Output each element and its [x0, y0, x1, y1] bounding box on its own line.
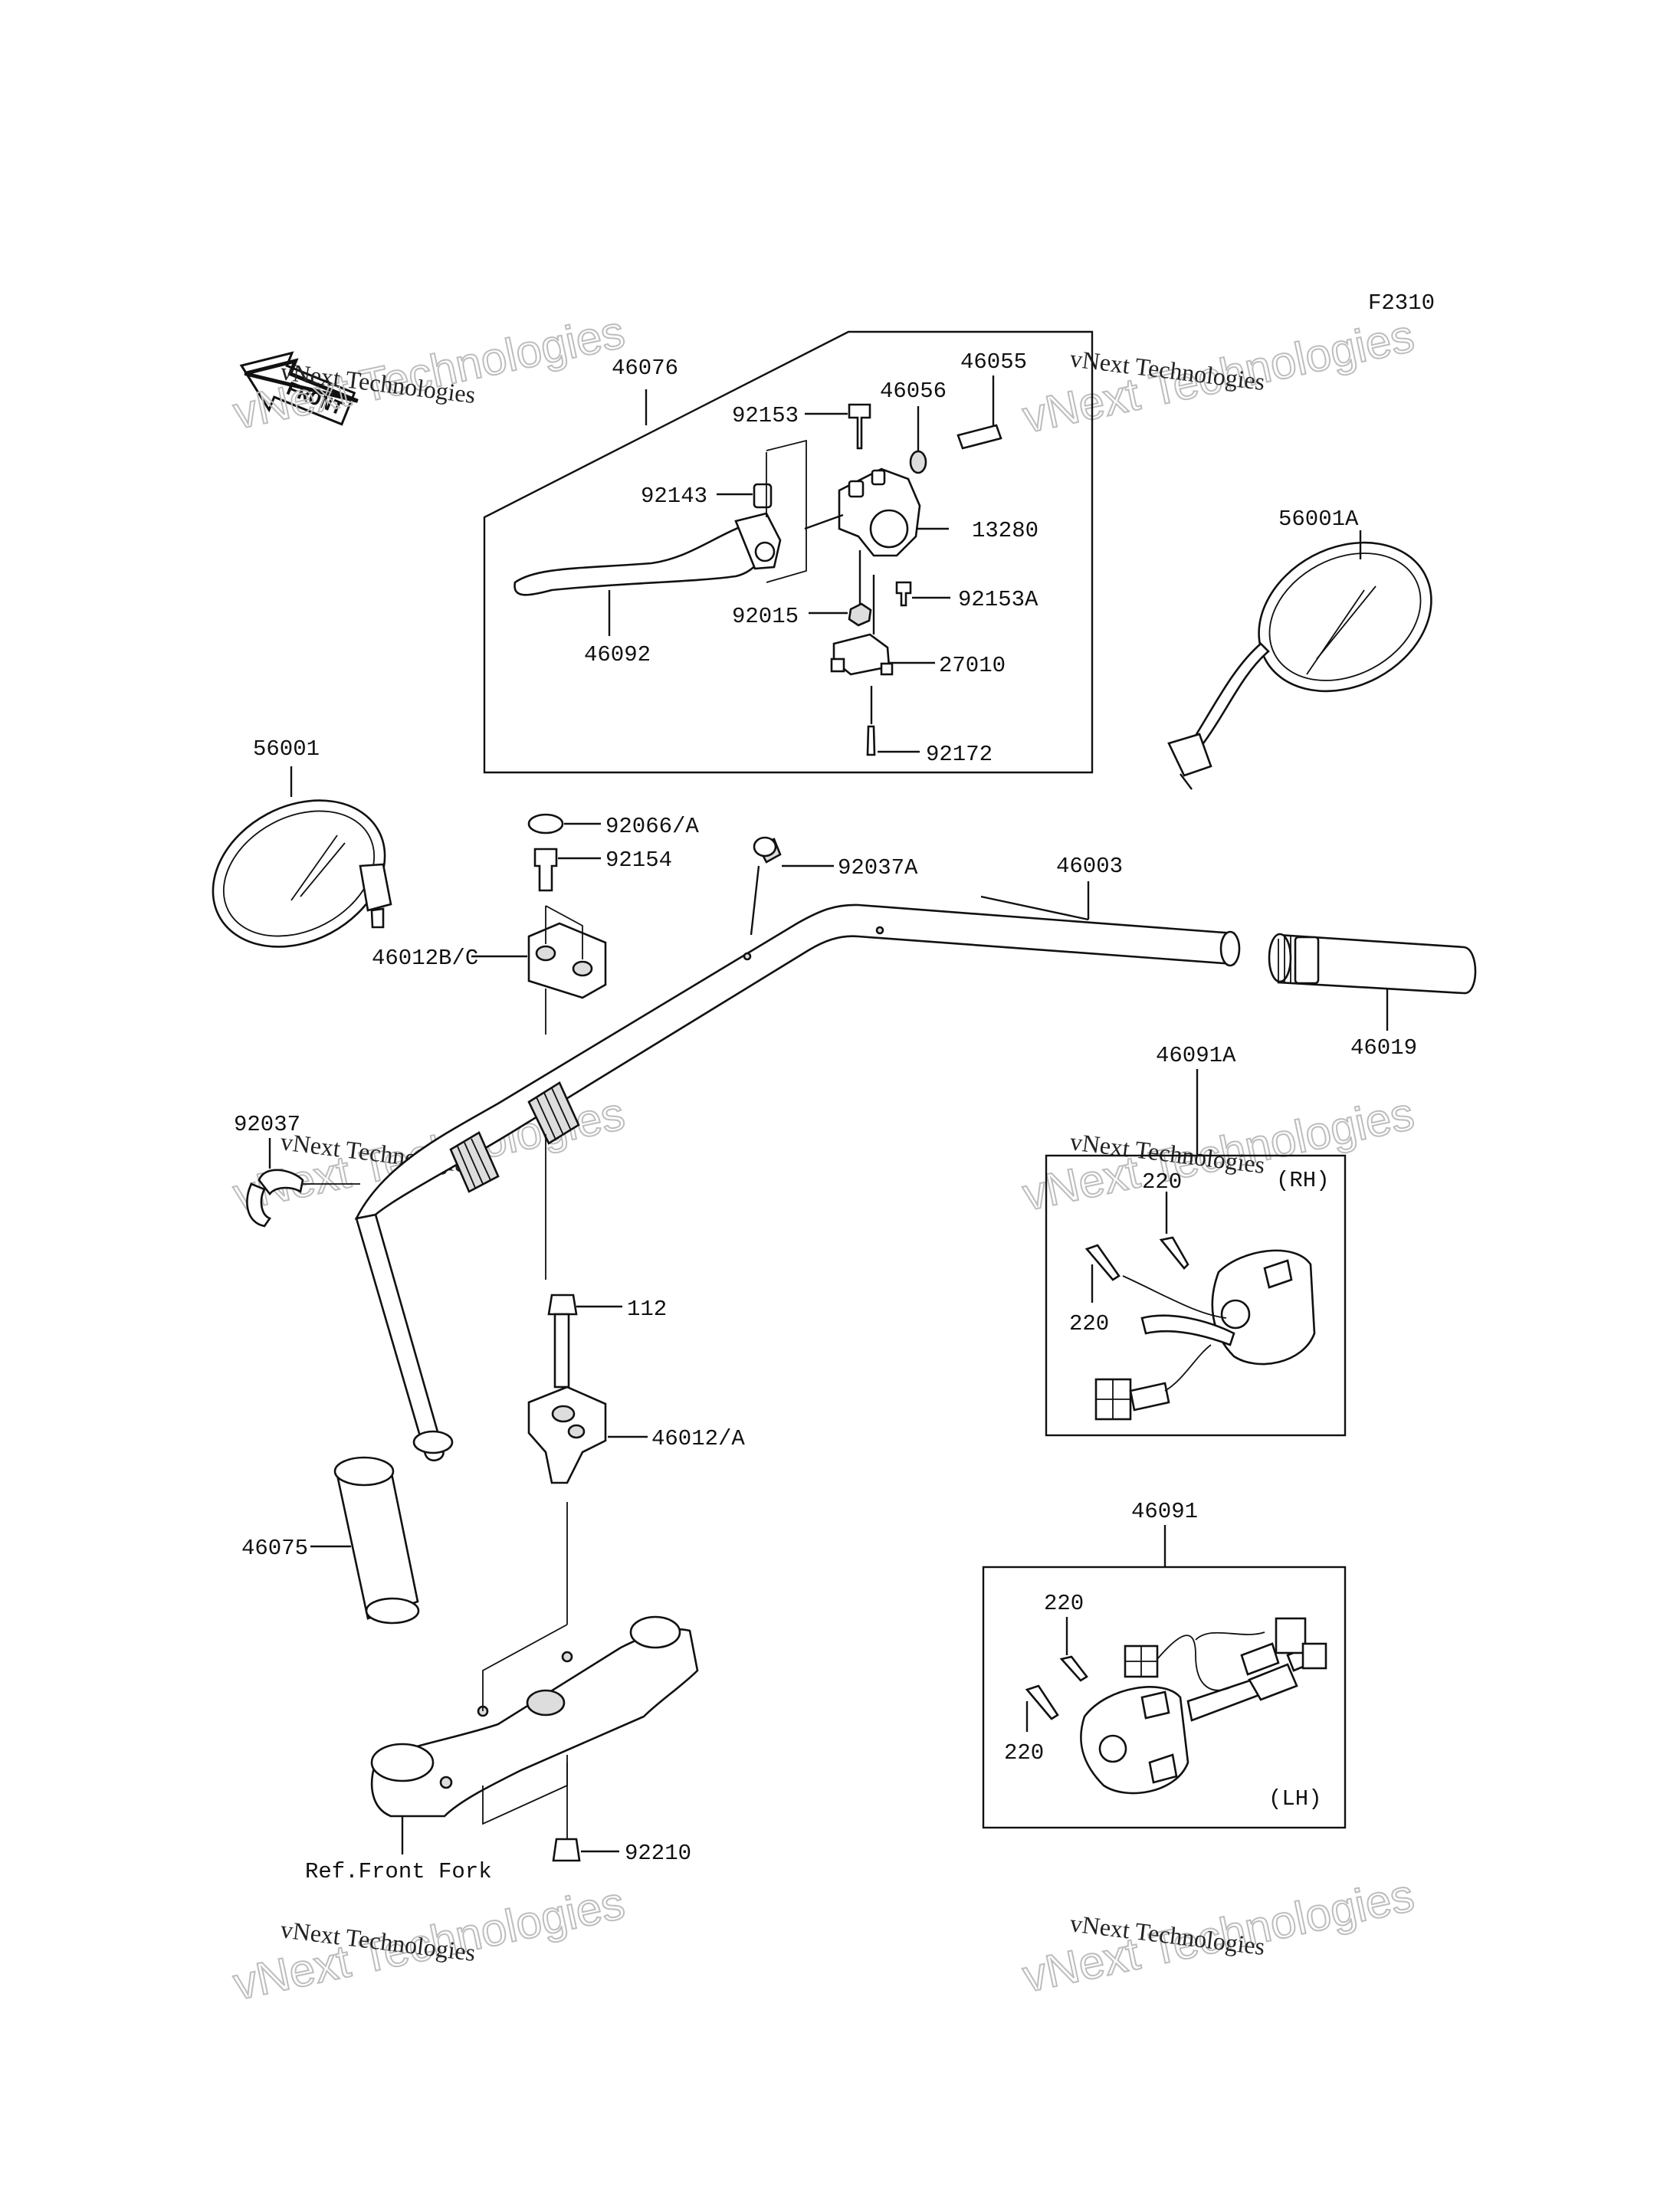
mirror-lh-group: 56001: [212, 736, 392, 948]
lever-assembly-frame: [483, 330, 1094, 774]
callout-56001: 56001: [253, 736, 320, 762]
mirror-washer-part: [909, 450, 927, 474]
plug-cap-part: [527, 813, 564, 835]
callout-112: 112: [627, 1297, 667, 1322]
switch-screw-part: [866, 725, 876, 756]
callout-56001A: 56001A: [1278, 507, 1359, 532]
lever-assembly-group: 46076 46092 92143 92153 46056 46055 1328: [483, 330, 1094, 774]
callout-46019: 46019: [1350, 1035, 1417, 1061]
callout-46075: 46075: [241, 1536, 308, 1561]
holder-bolt-part: [533, 848, 558, 892]
callout-220-lh-top: 220: [1044, 1591, 1084, 1616]
lh-switch-frame: [982, 1566, 1347, 1829]
callout-46055: 46055: [960, 349, 1027, 375]
callout-220-rh-top: 220: [1142, 1169, 1182, 1195]
callout-46003: 46003: [1056, 854, 1123, 879]
callout-ref-front-fork: Ref.Front Fork: [305, 1859, 492, 1884]
lower-holder-part: [527, 1385, 607, 1484]
lh-side-tag: (LH): [1268, 1786, 1322, 1812]
handlebar-part: [355, 1213, 445, 1462]
handlebar-group: 46003: [354, 854, 1241, 1462]
mirror-adapter-part: [956, 424, 1002, 450]
mirror-rh-part: [1258, 541, 1432, 693]
callout-92066A: 92066/A: [605, 814, 699, 839]
rh-switch-group: 46091A (RH) 220 220: [1045, 1043, 1347, 1437]
callout-92037: 92037: [234, 1112, 300, 1137]
clamp-92037-part: 92037: [234, 1112, 360, 1228]
mirror-lh-part: [212, 799, 386, 948]
throttle-grip-part: 46019: [1268, 933, 1477, 1061]
pivot-bolt-part: [848, 403, 871, 450]
callout-220-rh-left: 220: [1069, 1311, 1109, 1336]
callout-46012BC: 46012B/C: [372, 946, 478, 971]
upper-holder-part: [527, 922, 607, 999]
holder-bolt-112-part: [547, 1294, 578, 1316]
callout-220-lh-left: 220: [1004, 1740, 1044, 1766]
rh-screw-top-part: [1159, 1236, 1189, 1270]
brake-lever-part: [514, 520, 776, 596]
triple-clamp-part: [370, 1615, 699, 1825]
figure-code: F2310: [1368, 290, 1435, 316]
callout-46091: 46091: [1131, 1499, 1198, 1524]
callout-46056: 46056: [880, 379, 947, 404]
callout-92172: 92172: [926, 742, 993, 767]
callout-13280: 13280: [972, 518, 1039, 543]
mirror-rh-group: 56001A: [1167, 507, 1432, 790]
callout-46091A: 46091A: [1156, 1043, 1236, 1068]
callout-92154: 92154: [605, 848, 672, 873]
left-grip-part: 46075: [241, 1456, 420, 1625]
pivot-bushing-part: [753, 483, 773, 509]
callout-46076: 46076: [612, 356, 678, 381]
callout-92153A: 92153A: [958, 587, 1039, 612]
front-arrow-icon: FRONT: [239, 351, 359, 426]
watermark-top-left: vNext Technologies vNext Technologies: [228, 305, 630, 439]
pivot-nut-part: [848, 602, 872, 627]
callout-46012A: 46012/A: [651, 1426, 745, 1451]
rh-side-tag: (RH): [1276, 1168, 1330, 1193]
callout-92015: 92015: [732, 604, 799, 629]
callout-92210: 92210: [625, 1841, 691, 1866]
callout-46092: 46092: [584, 642, 651, 667]
holder-nut-part: [552, 1838, 581, 1862]
watermark-top-right: vNext Technologies vNext Technologies: [1018, 309, 1419, 443]
callout-27010: 27010: [939, 653, 1006, 678]
callout-92037A: 92037A: [838, 855, 918, 880]
lh-screw-left-part: [1025, 1684, 1059, 1720]
rh-switch-frame: [1045, 1154, 1347, 1437]
watermark-mid-right: vNext Technologies vNext Technologies: [1018, 1087, 1419, 1221]
callout-92153: 92153: [732, 403, 799, 428]
lh-switch-group: 46091 (LH) 220 220: [982, 1499, 1347, 1829]
lh-screw-top-part: [1059, 1655, 1088, 1682]
watermark-bottom-left: vNext Technologies vNext Technologies: [228, 1876, 630, 2010]
holder-screw-part: [895, 581, 912, 607]
watermark-bottom-right: vNext Technologies vNext Technologies: [1018, 1868, 1419, 2002]
rh-screw-left-part: [1084, 1244, 1121, 1281]
callout-92143: 92143: [641, 484, 707, 509]
